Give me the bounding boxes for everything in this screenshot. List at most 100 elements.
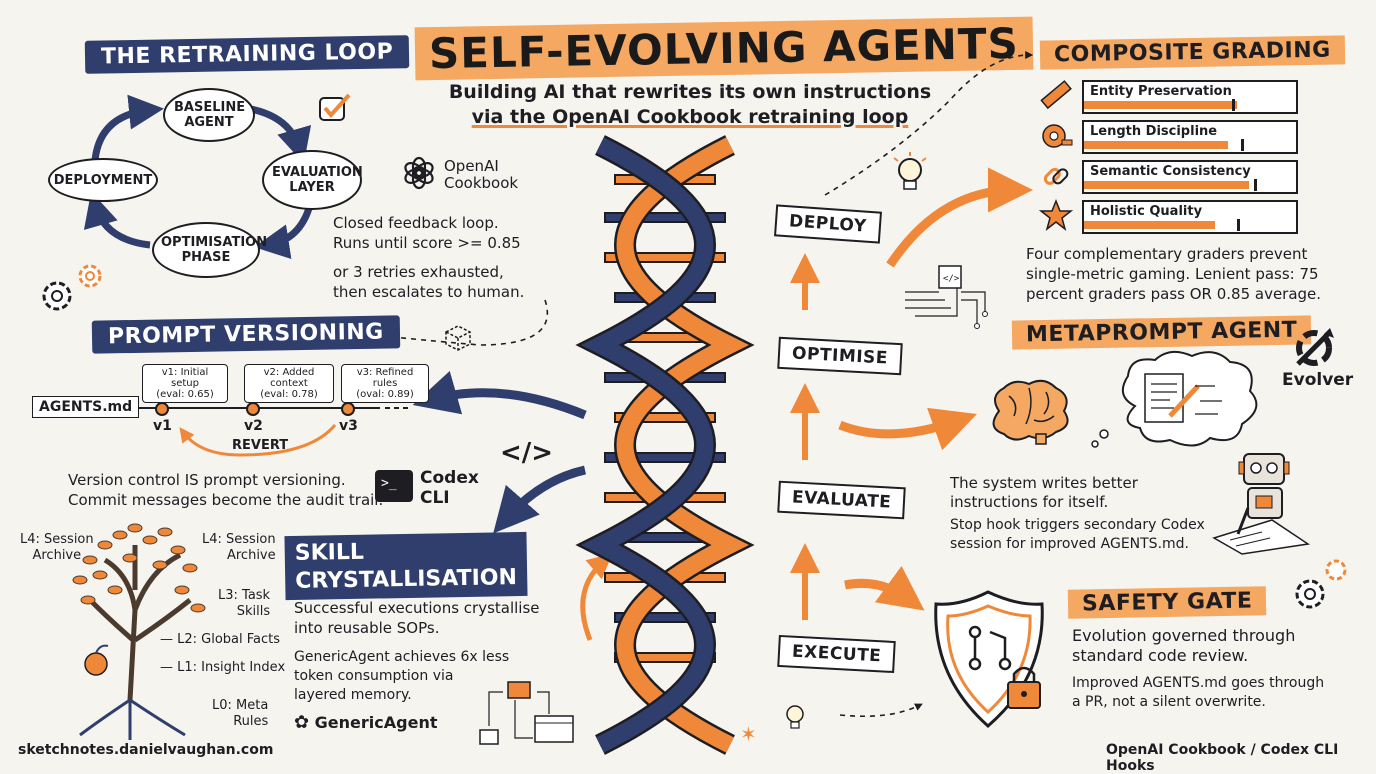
memory-l4a: L4: Session Archive	[20, 532, 94, 564]
composite-grading-heading: COMPOSITE GRADING	[1039, 35, 1345, 70]
agents-md-file: AGENTS.md	[32, 396, 140, 418]
fruit-icon	[84, 644, 109, 676]
skill-desc2-line3: layered memory.	[294, 687, 412, 703]
memory-l3: L3: Task Skills	[218, 588, 270, 620]
codex-cli-line1: Codex	[420, 468, 479, 488]
loop-node-evaluation-label: EVALUATION LAYER	[272, 165, 363, 195]
safety-desc1-line1: Evolution governed through	[1072, 626, 1296, 645]
composite-grading-heading-text: COMPOSITE GRADING	[1039, 35, 1345, 70]
memory-l2-label: L2: Global Facts	[177, 632, 281, 647]
grader-row: Holistic Quality	[1082, 200, 1298, 234]
memory-l4a-line2: Archive	[32, 548, 82, 563]
memory-l3-line2: Skills	[236, 604, 271, 619]
prompt-versioning-heading: PROMPT VERSIONING	[91, 315, 401, 354]
openai-knot-icon	[404, 156, 434, 190]
memory-l4b: L4: Session Archive	[202, 532, 276, 564]
safety-gate-heading: SAFETY GATE	[1067, 586, 1267, 619]
helix-to-safety-arrow	[844, 565, 925, 611]
grader-fill	[1084, 141, 1229, 149]
loop-desc-line-1: Closed feedback loop.	[333, 214, 499, 232]
dashed-to-grading	[824, 51, 1034, 196]
banner-optimise-label: OPTIMISE	[791, 343, 889, 369]
metaprompt-description-2: Stop hook triggers secondary Codex sessi…	[950, 516, 1205, 554]
version-note-v1-line2: (eval: 0.65)	[156, 389, 214, 400]
terminal-icon: >_	[375, 470, 413, 502]
metaprompt-heading-text: METAPROMPT AGENT	[1011, 315, 1312, 350]
grader-row: Entity Preservation	[1082, 80, 1298, 114]
skill-heading-line1: SKILL	[294, 539, 365, 566]
loop-desc-line-3: or 3 retries exhausted,	[333, 263, 504, 281]
version-note-v3-line2: (oval: 0.89)	[356, 389, 414, 400]
metaprompt-heading: METAPROMPT AGENT	[1011, 315, 1312, 350]
version-note-v1-line1: v1: Initial setup	[161, 367, 209, 389]
version-label-v3: v3	[339, 418, 358, 434]
memory-l0-line2: Rules	[233, 714, 269, 729]
helix-curl-arrow	[580, 553, 613, 641]
openai-logo	[402, 156, 436, 194]
skill-desc2-line1: GenericAgent achieves 6x less	[294, 649, 510, 665]
robot-writer-icon	[1212, 453, 1311, 555]
grader-label: Semantic Consistency	[1090, 164, 1251, 179]
code-brackets-icon: </>	[500, 438, 554, 468]
circuit-icon: </>	[905, 265, 988, 329]
agents-md-file-label: AGENTS.md	[39, 399, 133, 415]
safety-description-1: Evolution governed through standard code…	[1072, 626, 1295, 666]
skill-heading: SKILL CRYSTALLISATION	[284, 531, 528, 601]
metaprompt-desc1-line1: The system writes better	[950, 474, 1138, 492]
grader-row: Length Discipline	[1082, 120, 1298, 154]
helix-to-versioning-arrow	[412, 370, 587, 420]
openai-logo-line2: Cookbook	[444, 174, 519, 192]
grader-fill	[1084, 181, 1250, 189]
version-note-v2-line2: (eval: 0.78)	[260, 389, 318, 400]
version-label-v2: v2	[244, 418, 263, 434]
shield-lock-icon	[934, 590, 1044, 728]
subtitle-line-1: Building AI that rewrites its own instru…	[448, 81, 932, 103]
banner-optimise: OPTIMISE	[777, 336, 903, 376]
file-flow-icon	[479, 681, 574, 745]
genericagent-logo: ✿ GenericAgent	[294, 712, 437, 733]
grader-label: Length Discipline	[1090, 124, 1218, 139]
banner-evaluate-label: EVALUATE	[791, 487, 892, 513]
grader-threshold	[1232, 99, 1236, 111]
evolver-label: Evolver	[1282, 370, 1354, 390]
chain-link-icon	[1043, 167, 1069, 185]
metaprompt-desc1-line2: instructions for itself.	[950, 493, 1109, 511]
grading-desc-line2: single-metric gaming. Lenient pass: 75	[1026, 265, 1319, 283]
loop-node-baseline-label: BASELINE AGENT	[174, 100, 246, 130]
loop-node-optimisation-label: OPTIMISATION PHASE	[161, 235, 268, 265]
grader-threshold	[1253, 179, 1257, 191]
banner-execute: EXECUTE	[777, 634, 897, 674]
banner-execute-label: EXECUTE	[791, 641, 882, 667]
loop-node-deployment: DEPLOYMENT	[48, 158, 158, 202]
gears-icon	[42, 264, 102, 311]
helix-to-skill-arrow	[493, 465, 587, 534]
thought-bubble-dots	[1091, 429, 1109, 448]
codex-cli-line2: CLI	[420, 488, 450, 508]
metaprompt-desc2-line1: Stop hook triggers secondary Codex	[950, 517, 1205, 533]
skill-desc2-line2: token consumption via	[294, 668, 454, 684]
memory-l4b-line2: Archive	[226, 548, 276, 563]
lightbulb-small-icon	[786, 705, 804, 729]
openai-logo-text: OpenAI Cookbook	[444, 158, 518, 192]
version-note-v2-line1: v2: Added context	[263, 367, 315, 389]
tree-roots	[79, 698, 186, 740]
lightbulb-icon	[893, 152, 927, 190]
memory-l4a-line1: L4: Session	[20, 532, 94, 547]
memory-l2: — L2: Global Facts	[160, 632, 281, 647]
skill-desc1-line1: Successful executions crystallise	[294, 599, 540, 617]
memory-l0: L0: Meta Rules	[212, 698, 268, 730]
footer-source-right: OpenAI Cookbook / Codex CLI Hooks	[1106, 742, 1339, 774]
version-note-v3: v3: Refined rules (oval: 0.89)	[341, 364, 429, 403]
dashed-to-versioning	[371, 299, 549, 346]
loop-desc-line-4: then escalates to human.	[333, 283, 525, 301]
skill-desc1-line2: into reusable SOPs.	[294, 619, 440, 637]
grading-desc-line1: Four complementary graders prevent	[1026, 245, 1308, 263]
banner-deploy-label: DEPLOY	[788, 211, 868, 237]
ruler-icon	[1040, 80, 1072, 110]
genericagent-knot-icon: ✿	[294, 712, 310, 733]
loop-node-deployment-label: DEPLOYMENT	[53, 172, 153, 188]
memory-l1: — L1: Insight Index	[160, 660, 286, 675]
version-dot-v3	[341, 402, 355, 416]
version-dot-v1	[155, 402, 169, 416]
